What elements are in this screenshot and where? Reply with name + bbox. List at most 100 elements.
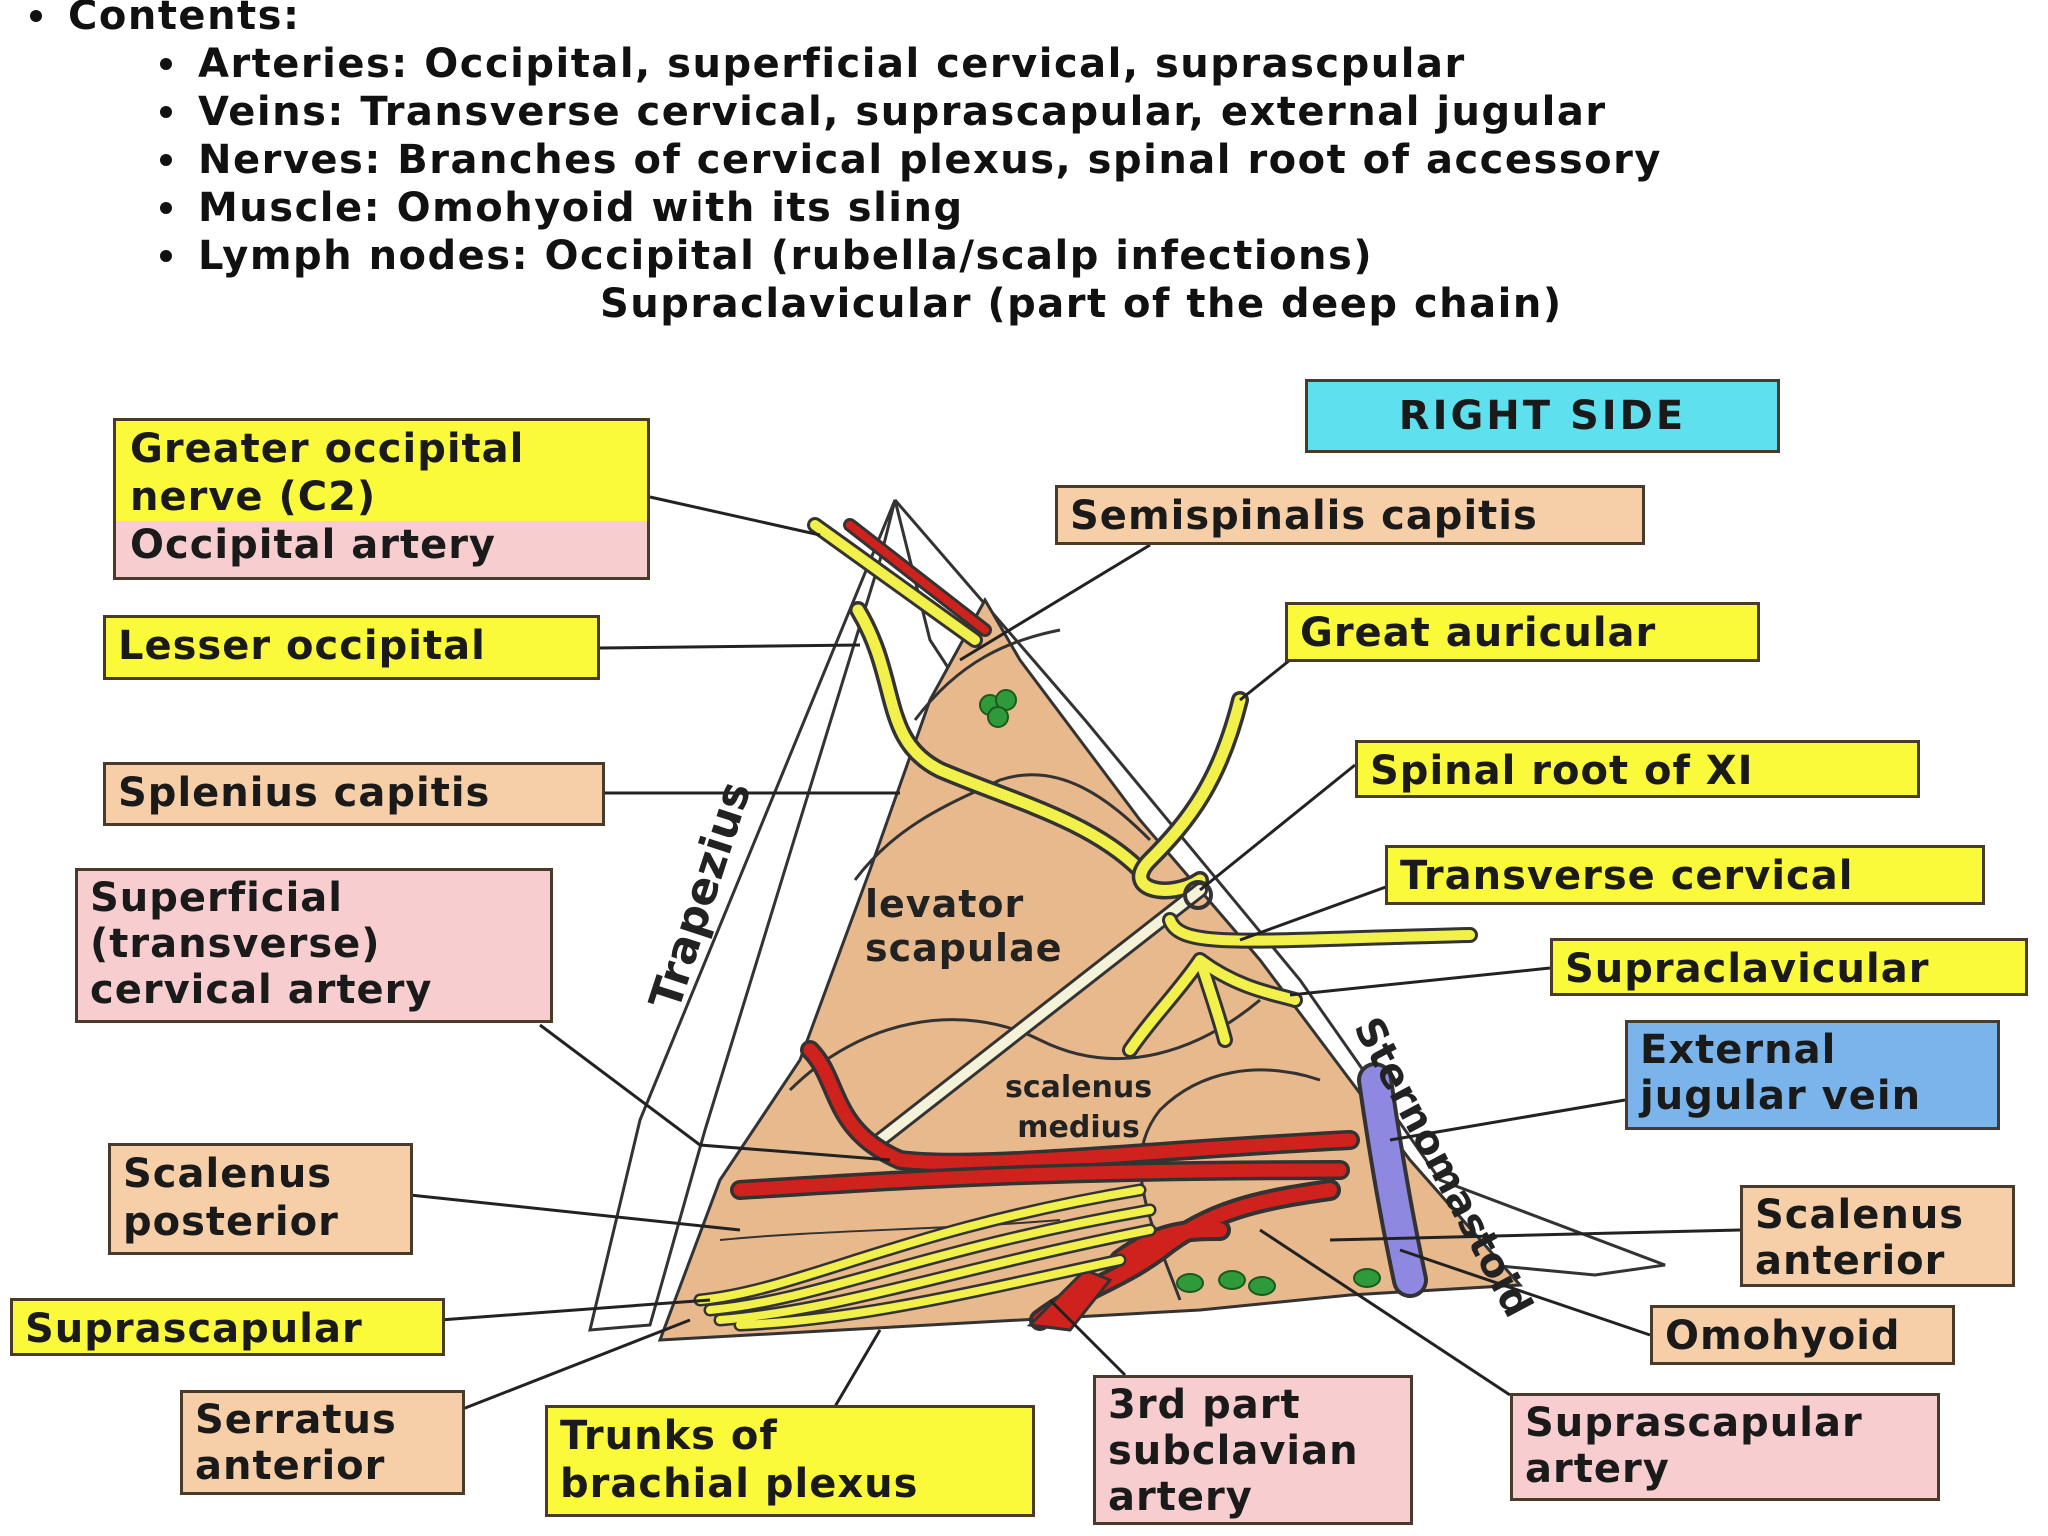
superficial-line3: cervical artery	[90, 967, 433, 1013]
levator-line1: levator	[865, 882, 1025, 926]
greater-occipital-line1: Greater occipital	[130, 426, 525, 472]
supraclavicular-text: Supraclavicular	[1565, 946, 1930, 992]
contents-item-text: Supraclavicular (part of the deep chain)	[600, 281, 1563, 327]
contents-item-text: Veins: Transverse cervical, suprascapula…	[198, 89, 1607, 135]
bullet	[160, 154, 172, 166]
bullet	[160, 106, 172, 118]
greater-occipital-label: Greater occipital nerve (C2) Occipital a…	[113, 418, 650, 580]
leader-lines	[409, 495, 1741, 1416]
contents-item-veins: Veins: Transverse cervical, suprascapula…	[160, 88, 1662, 136]
suprascapular-text: Suprascapular	[25, 1306, 363, 1352]
muscle-line-semispinalis	[913, 628, 1061, 721]
right-side-label: RIGHT SIDE	[1305, 379, 1780, 453]
lesser-occipital-nerve-fill	[852, 604, 1146, 876]
suprascapular-artery-vessel-fill	[733, 1163, 1347, 1197]
external-jugular-vein-label: External jugular vein	[1625, 1020, 2000, 1130]
superficial-line1: Superficial	[90, 875, 344, 921]
third-part-line2: subclavian	[1108, 1428, 1359, 1474]
muscle-line-posterior	[719, 1219, 1061, 1241]
great-auricular-nerve-fill	[1135, 694, 1246, 896]
muscle-line-levator	[788, 998, 1261, 1092]
bullet	[160, 58, 172, 70]
third-part-line3: artery	[1108, 1474, 1253, 1520]
third-part-subclavian-artery-label: 3rd part subclavian artery	[1093, 1375, 1413, 1525]
scalenus-posterior-label: Scalenus posterior	[108, 1143, 413, 1255]
suprascapular-nerve-label: Suprascapular	[10, 1298, 445, 1356]
contents-item-arteries: Arteries: Occipital, superficial cervica…	[160, 40, 1662, 88]
brachial-plexus-trunks-label: Trunks of brachial plexus	[545, 1405, 1035, 1517]
contents-item-text: Muscle: Omohyoid with its sling	[198, 185, 964, 231]
omohyoid-text: Omohyoid	[1665, 1313, 1901, 1359]
suprascapular-artery-line1: Suprascapular	[1525, 1400, 1863, 1446]
scalenus-anterior-label: Scalenus anterior	[1740, 1185, 2015, 1287]
occipital-lymph-nodes	[979, 689, 1017, 728]
scalenus-medius-text: scalenus medius	[1005, 1068, 1152, 1148]
trunks-line1: Trunks of	[560, 1413, 778, 1459]
splenius-text: Splenius capitis	[118, 770, 491, 816]
right-side-text: RIGHT SIDE	[1398, 393, 1687, 439]
occipital-artery-text: Occipital artery	[130, 522, 496, 568]
contents-item-muscle: Muscle: Omohyoid with its sling	[160, 184, 1662, 232]
third-part-line1: 3rd part	[1108, 1382, 1301, 1428]
transverse-cervical-text: Transverse cervical	[1400, 853, 1854, 899]
contents-item-text: Lymph nodes: Occipital (rubella/scalp in…	[198, 233, 1374, 279]
supraclavicular-lymph-nodes	[1176, 1268, 1381, 1296]
external-jugular-vein-fill	[1361, 1066, 1424, 1294]
contents-item-text: Arteries: Occipital, superficial cervica…	[198, 41, 1466, 87]
superficial-cervical-artery-label: Superficial (transverse) cervical artery	[75, 868, 553, 1023]
semispinalis-capitis-label: Semispinalis capitis	[1055, 485, 1645, 545]
subclavian-artery-base	[1026, 1268, 1113, 1332]
bullet	[160, 202, 172, 214]
omohyoid-label: Omohyoid	[1650, 1305, 1955, 1365]
contents-item-lymph: Lymph nodes: Occipital (rubella/scalp in…	[160, 232, 1662, 280]
contents-item-text: Nerves: Branches of cervical plexus, spi…	[198, 137, 1662, 183]
spinal-root-loop	[1183, 880, 1213, 910]
greater-occipital-nerve-part: Greater occipital nerve (C2)	[116, 421, 647, 521]
greater-occipital-line2: nerve (C2)	[130, 474, 377, 520]
serratus-line2: anterior	[195, 1443, 386, 1489]
suprascapular-artery-label: Suprascapular artery	[1510, 1393, 1940, 1501]
muscle-line-splenius	[853, 773, 1152, 881]
spinal-root-xi-label: Spinal root of XI	[1355, 740, 1920, 798]
bullet	[160, 250, 172, 262]
serratus-line1: Serratus	[195, 1397, 397, 1443]
trunks-line2: brachial plexus	[560, 1461, 919, 1507]
serratus-anterior-label: Serratus anterior	[180, 1390, 465, 1495]
splenius-capitis-label: Splenius capitis	[103, 762, 605, 826]
suprascapular-artery-line2: artery	[1525, 1446, 1670, 1492]
lesser-occipital-text: Lesser occipital	[118, 623, 486, 669]
transverse-cervical-label: Transverse cervical	[1385, 845, 1985, 905]
occipital-artery-fill	[846, 521, 989, 634]
scalenus-anterior-line2: anterior	[1755, 1238, 1946, 1284]
supraclavicular-nerves-fill	[1125, 955, 1300, 1055]
supraclavicular-label: Supraclavicular	[1550, 938, 2028, 996]
semispinalis-text: Semispinalis capitis	[1070, 493, 1538, 539]
contents-item-lymph-continued: Supraclavicular (part of the deep chain)	[160, 280, 1662, 328]
spinal-root-xi-fill	[875, 885, 1205, 1145]
external-jugular-line2: jugular vein	[1640, 1073, 1922, 1119]
scalenus-posterior-line2: posterior	[123, 1199, 339, 1245]
contents-item-nerves: Nerves: Branches of cervical plexus, spi…	[160, 136, 1662, 184]
lesser-occipital-label: Lesser occipital	[103, 615, 600, 680]
contents-items: Arteries: Occipital, superficial cervica…	[30, 40, 1662, 328]
bullet	[30, 10, 42, 22]
scalenus-posterior-line1: Scalenus	[123, 1151, 333, 1197]
scalenus-anterior-line1: Scalenus	[1755, 1192, 1965, 1238]
contents-heading: Contents:	[68, 0, 301, 39]
brachial-plexus-trunks-fill	[696, 1186, 1154, 1329]
spinal-root-text: Spinal root of XI	[1370, 748, 1754, 794]
scalenus-medius-line2: medius	[1017, 1110, 1140, 1145]
greater-occipital-nerve-fill	[810, 520, 980, 645]
great-auricular-text: Great auricular	[1300, 610, 1657, 656]
trapezius-outline	[588, 499, 897, 1332]
contents-list: Contents: Arteries: Occipital, superfici…	[30, 0, 1662, 328]
occipital-artery-part: Occipital artery	[116, 521, 647, 569]
levator-line2: scapulae	[865, 926, 1063, 970]
levator-scapulae-text: levator scapulae	[865, 882, 1062, 970]
contents-heading-row: Contents:	[30, 0, 1662, 40]
scalenus-medius-line1: scalenus	[1005, 1070, 1153, 1105]
external-jugular-line1: External	[1640, 1027, 1837, 1073]
superficial-cervical-artery-fill	[803, 1043, 1357, 1170]
superficial-line2: (transverse)	[90, 921, 381, 967]
